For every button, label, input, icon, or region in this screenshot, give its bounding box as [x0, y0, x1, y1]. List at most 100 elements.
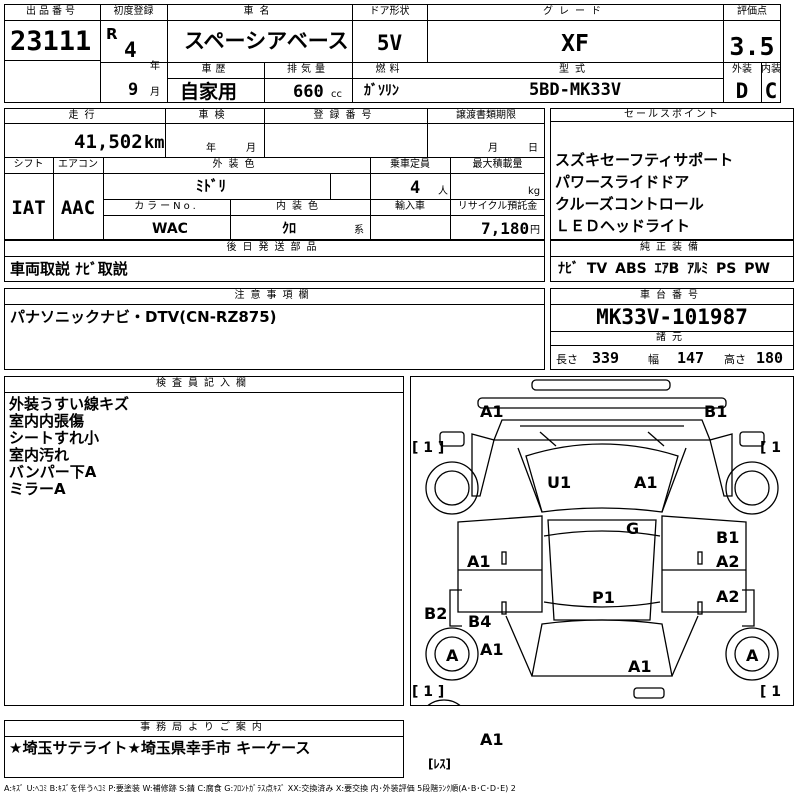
lot-label: 出品番号	[26, 6, 78, 17]
displacement-value: 660	[293, 82, 324, 102]
sales-line: スズキセーフティサポート	[555, 151, 734, 169]
inspector-line: バンパー下A	[9, 463, 97, 481]
later-parts-block	[4, 240, 545, 282]
equipment-label: 純正装備	[640, 242, 704, 253]
recycle-value: 7,180	[481, 219, 530, 238]
damage-legend: A:ｷｽﾞ U:ﾍｺﾐ B:ｷｽﾞを伴うﾍｺﾐ P:要塗装 W:補修跡 S:錆 …	[4, 784, 516, 793]
damage-diagram	[410, 376, 794, 706]
reg-label: 初度登録	[113, 6, 154, 17]
inspection-year-unit: 年	[206, 143, 216, 154]
chassis-block	[550, 288, 794, 370]
interior-grade: C	[764, 79, 778, 103]
length-value: 339	[592, 349, 620, 367]
inspector-line: シートすれ小	[9, 429, 100, 447]
dims-label: 諸元	[656, 332, 688, 343]
grade-value: XF	[561, 31, 589, 57]
height-label: 高さ	[724, 353, 746, 366]
capacity-value: 4	[410, 178, 421, 198]
car-name-label: 車名	[243, 6, 276, 17]
inspector-line: ミラーA	[9, 480, 66, 498]
transfer-month-unit: 月	[488, 143, 498, 154]
score-label: 評価点	[737, 6, 767, 17]
ac-value: AAC	[60, 197, 96, 219]
damage-mark: B1	[716, 528, 740, 547]
later-parts-label: 後日発送部品	[226, 242, 323, 253]
damage-mark: B4	[468, 612, 492, 631]
interior-color-value: ｸﾛ	[282, 221, 296, 237]
load-label: 最大積載量	[472, 159, 523, 170]
bracket-mark: [ 1 ]	[412, 684, 445, 700]
door-value: 5V	[376, 31, 403, 55]
displacement-label: 排気量	[287, 64, 329, 75]
inspector-line: 外装うすい線キズ	[9, 395, 130, 413]
car-name: スペーシアベース	[184, 29, 349, 53]
damage-mark: A1	[634, 473, 658, 492]
vehicle-details-block	[4, 108, 545, 240]
damage-mark: A	[746, 646, 759, 665]
damage-mark: A2	[716, 552, 740, 571]
door-label: ドア形状	[369, 6, 410, 17]
capacity-label: 乗車定員	[390, 159, 430, 170]
bracket-mark: [ 1 ]	[412, 440, 445, 456]
model-label: 型式	[559, 64, 591, 75]
bracket-mark: [ 1	[760, 684, 782, 700]
car-outline-diagram	[425, 379, 779, 706]
notes-block	[4, 288, 545, 370]
mileage-label: 走行	[68, 110, 101, 121]
header-block	[4, 4, 781, 103]
damage-mark: A1	[480, 402, 504, 421]
shift-label: シフト	[13, 159, 44, 170]
damage-mark: P1	[592, 588, 615, 607]
inspection-label: 車検	[198, 110, 231, 121]
office-block	[4, 720, 404, 778]
interior-label: 内装	[761, 64, 781, 75]
history-value: 自家用	[180, 81, 238, 103]
damage-mark: A1	[480, 640, 504, 659]
sales-points-block	[550, 108, 794, 240]
damage-mark: G	[626, 519, 640, 538]
mileage-value: 41,502	[74, 131, 143, 153]
mileage-unit: km	[144, 133, 165, 153]
color-label: 外装色	[212, 159, 261, 170]
interior-color-unit: 系	[354, 225, 364, 236]
exterior-label: 外装	[732, 64, 752, 75]
sales-line: ＬＥＤヘッドライト	[555, 217, 691, 235]
length-label: 長さ	[556, 353, 578, 366]
recycle-unit: 円	[530, 225, 540, 236]
width-label: 幅	[648, 353, 659, 366]
lot-value: 23111	[10, 26, 92, 57]
notes-value: パナソニックナビ・DTV(CN-RZ875)	[10, 308, 277, 326]
recycle-label: リサイクル預託金	[457, 201, 538, 212]
width-value: 147	[677, 349, 705, 367]
interior-color-label: 内装色	[276, 201, 324, 212]
inspector-label: 検査員記入欄	[156, 378, 252, 389]
inspection-month-unit: 月	[246, 143, 256, 154]
fuel-label: 燃料	[375, 64, 404, 75]
damage-mark: B1	[704, 402, 728, 421]
notes-label: 注意事項欄	[234, 290, 315, 301]
transfer-label: 譲渡書類期限	[456, 110, 516, 121]
ac-label: エアコン	[58, 159, 98, 170]
load-unit: kg	[528, 186, 541, 197]
equipment-block	[550, 240, 794, 282]
office-value: ★埼玉サテライト★埼玉県幸手市 キーケース	[9, 739, 311, 757]
reg-month: 9	[128, 80, 139, 100]
displacement-unit: cc	[331, 89, 342, 100]
reg-era: R	[106, 25, 118, 43]
bracket-mark: [ 1	[760, 440, 782, 456]
inspector-line: 室内内張傷	[9, 412, 85, 430]
damage-mark: A	[446, 646, 459, 665]
equipment-value: ﾅﾋﾞ TV ABS ｴｱB ｱﾙﾐ PS PW	[558, 261, 770, 277]
inspector-line: 室内汚れ	[9, 446, 70, 464]
later-parts-value: 車両取説 ﾅﾋﾞ取説	[10, 260, 128, 278]
chassis-label: 車台番号	[640, 290, 704, 301]
sales-line: パワースライドドア	[555, 173, 690, 191]
score-value: 3.5	[729, 32, 775, 61]
fuel-value: ｶﾞｿﾘﾝ	[364, 83, 399, 99]
reg-number-label: 登録番号	[313, 110, 378, 121]
reg-year: 4	[124, 38, 137, 62]
damage-mark: B2	[424, 604, 448, 623]
height-value: 180	[756, 349, 784, 367]
inspector-block	[4, 376, 404, 706]
damage-mark: A1	[467, 552, 491, 571]
